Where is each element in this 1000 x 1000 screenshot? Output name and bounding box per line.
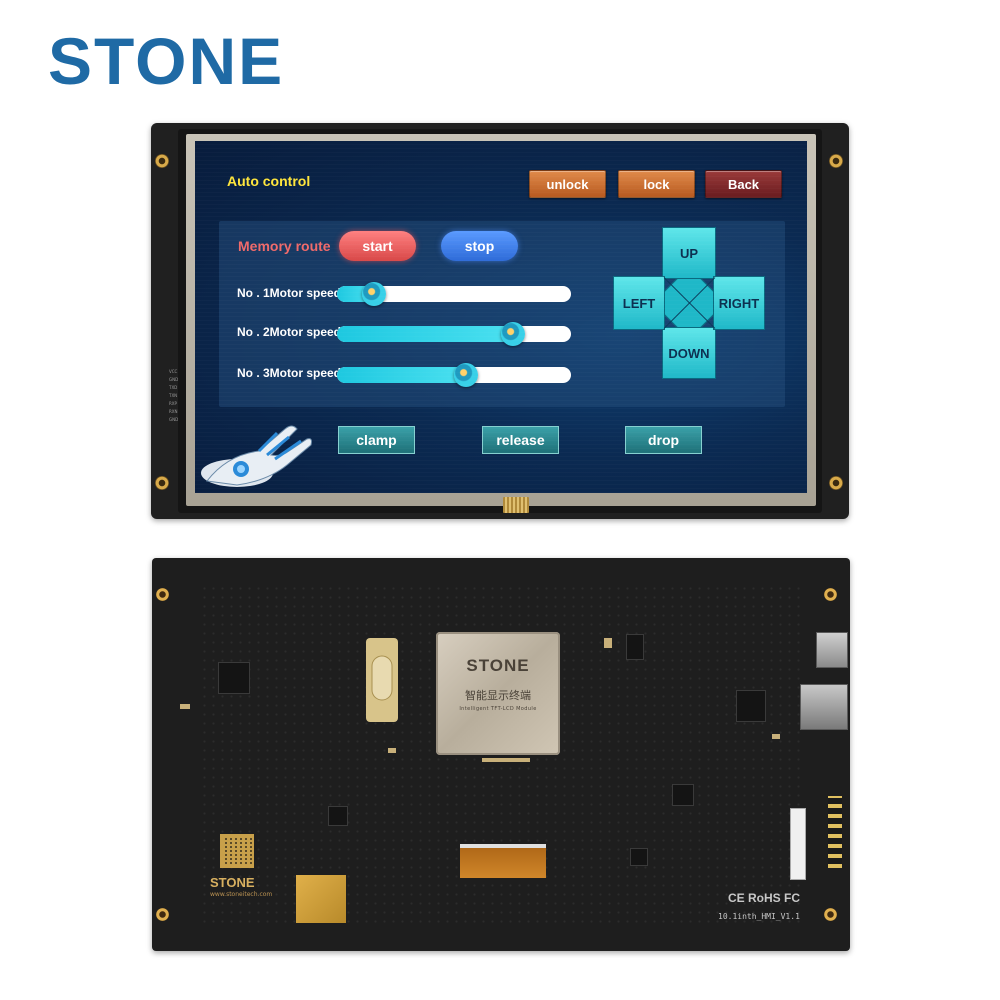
ic-chip: [736, 690, 766, 722]
brand-logo: STONE: [48, 24, 285, 98]
smd-part: [482, 758, 530, 762]
smd-part: [772, 734, 780, 739]
start-button[interactable]: start: [339, 231, 416, 261]
pcb-back: STONE 智能显示终端 Intelligent TFT-LCD Module …: [152, 558, 850, 951]
direction-pad: UP DOWN LEFT RIGHT: [613, 227, 765, 379]
touch-flex-tab: [503, 497, 529, 513]
hmi-front-module: VCC GND TXD TXN RXP RXN GND Auto control…: [151, 123, 849, 519]
slider-knob-icon[interactable]: [362, 282, 387, 306]
gold-pad: [296, 875, 346, 923]
motor-1-slider[interactable]: [337, 282, 571, 306]
mount-hole-icon: [155, 476, 169, 490]
mount-hole-icon: [829, 154, 843, 168]
slider-knob-icon[interactable]: [453, 363, 478, 387]
smd-part: [180, 704, 190, 709]
model-label: 10.1inth_HMI_V1.1: [718, 912, 800, 921]
module-cn-label: 智能显示终端: [465, 689, 531, 702]
slider-fill: [337, 367, 466, 383]
mount-hole-icon: [156, 588, 169, 601]
pin-label: RXP: [169, 401, 177, 406]
screen-title: Auto control: [227, 173, 311, 189]
usb-port-icon: [816, 632, 848, 668]
mount-hole-icon: [824, 908, 837, 921]
ribbon-connector: [460, 844, 546, 878]
battery-holder-icon: [366, 638, 398, 722]
module-en-label: Intelligent TFT-LCD Module: [459, 706, 537, 712]
wifi-chip: [218, 662, 250, 694]
lock-button[interactable]: lock: [618, 170, 695, 198]
mount-hole-icon: [155, 154, 169, 168]
pin-label: TXD: [169, 385, 178, 390]
silkscreen-url: www.stoneitech.com: [210, 891, 273, 898]
stop-button[interactable]: stop: [441, 231, 518, 261]
ic-chip: [328, 806, 348, 826]
mount-hole-icon: [824, 588, 837, 601]
clamp-button[interactable]: clamp: [338, 426, 415, 454]
mount-hole-icon: [156, 908, 169, 921]
unlock-button[interactable]: unlock: [529, 170, 606, 198]
motor-2-slider[interactable]: [337, 322, 571, 346]
motor-3-slider[interactable]: [337, 363, 571, 387]
motor-1-label: No . 1Motor speed: [237, 286, 342, 300]
smd-part: [388, 748, 396, 753]
pin-label: GND: [169, 377, 179, 382]
stone-core-module: STONE 智能显示终端 Intelligent TFT-LCD Module: [436, 632, 560, 755]
ic-chip: [630, 848, 648, 866]
pin-label: VCC: [169, 369, 178, 374]
back-button[interactable]: Back: [705, 170, 782, 198]
white-connector: [790, 808, 806, 880]
certification-marks: CE RoHS FC: [728, 891, 800, 905]
ic-chip: [672, 784, 694, 806]
dpad-right-button[interactable]: RIGHT: [713, 276, 765, 330]
ic-chip: [626, 634, 644, 660]
slider-fill: [337, 326, 513, 342]
pin-label: RXN: [169, 409, 178, 414]
dpad-up-button[interactable]: UP: [662, 227, 716, 279]
qr-code-icon: [220, 834, 254, 868]
pin-label: TXN: [169, 393, 178, 398]
pin-header: [828, 796, 842, 868]
dpad-left-button[interactable]: LEFT: [613, 276, 665, 330]
mount-hole-icon: [829, 476, 843, 490]
dpad-down-button[interactable]: DOWN: [662, 327, 716, 379]
module-brand: STONE: [466, 656, 530, 675]
silkscreen-brand: STONE: [210, 875, 255, 890]
motor-2-label: No . 2Motor speed: [237, 325, 342, 339]
hmi-screen: Auto control unlock lock Back Memory rou…: [195, 141, 807, 493]
release-button[interactable]: release: [482, 426, 559, 454]
smd-part: [604, 638, 612, 648]
pin-label: GND: [169, 417, 179, 422]
drop-button[interactable]: drop: [625, 426, 702, 454]
memory-route-label: Memory route: [238, 238, 331, 254]
robot-hand-icon: [201, 425, 312, 487]
slider-knob-icon[interactable]: [500, 322, 525, 346]
motor-3-label: No . 3Motor speed: [237, 366, 342, 380]
usb-port-icon: [800, 684, 848, 730]
